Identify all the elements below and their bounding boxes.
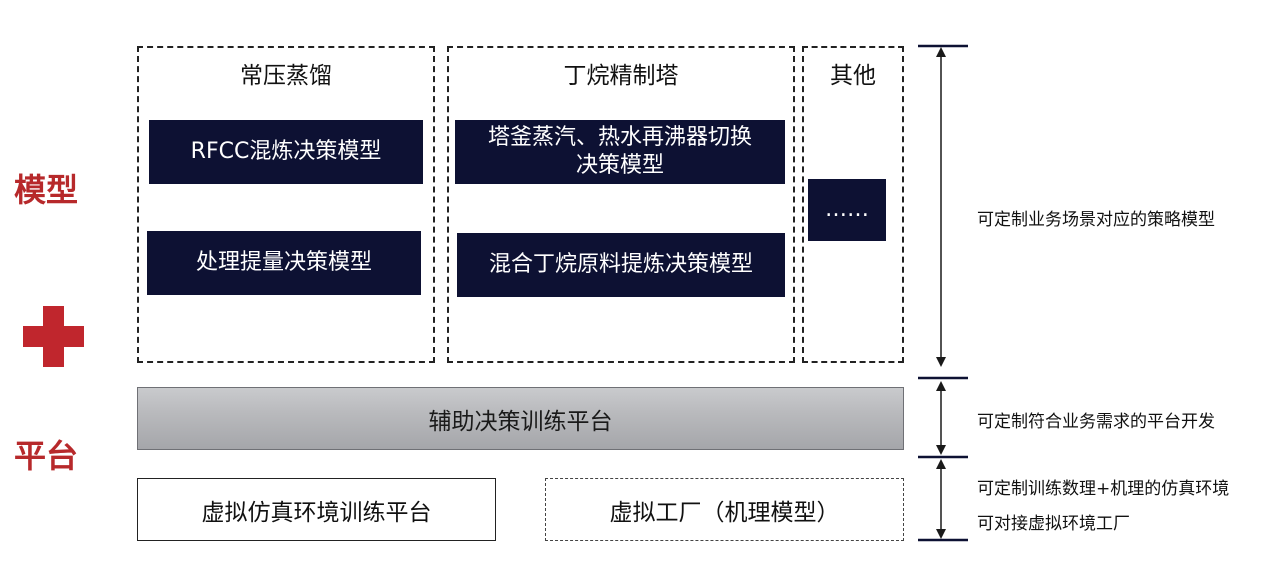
model-box-mixed-butane[interactable]: 混合丁烷原料提炼决策模型 [457,233,785,297]
model-box-more[interactable]: …… [808,179,886,241]
note-simulation-1: 可定制训练数理+机理的仿真环境 [977,479,1230,499]
plus-icon [23,306,84,367]
model-box-reboiler-switch[interactable]: 塔釜蒸汽、热水再沸器切换 决策模型 [455,120,785,184]
note-model: 可定制业务场景对应的策略模型 [977,210,1215,230]
model-box-throughput[interactable]: 处理提量决策模型 [147,231,421,295]
simulation-training-platform[interactable]: 虚拟仿真环境训练平台 [137,478,496,541]
note-simulation-2: 可对接虚拟环境工厂 [977,514,1130,534]
decision-training-platform[interactable]: 辅助决策训练平台 [137,387,904,450]
virtual-factory-box[interactable]: 虚拟工厂（机理模型） [545,478,904,541]
platform-label: 平台 [14,437,79,475]
model-label: 模型 [14,171,79,209]
group-butane-refining-tower: 丁烷精制塔 [447,46,795,363]
model-box-rfcc[interactable]: RFCC混炼决策模型 [149,120,423,184]
group-title: 常压蒸馏 [240,63,332,89]
group-title: 丁烷精制塔 [563,63,679,89]
group-title: 其他 [830,63,876,89]
group-atmospheric-distillation: 常压蒸馏 [137,46,435,363]
group-other: 其他 [802,46,904,363]
note-platform: 可定制符合业务需求的平台开发 [977,412,1215,432]
